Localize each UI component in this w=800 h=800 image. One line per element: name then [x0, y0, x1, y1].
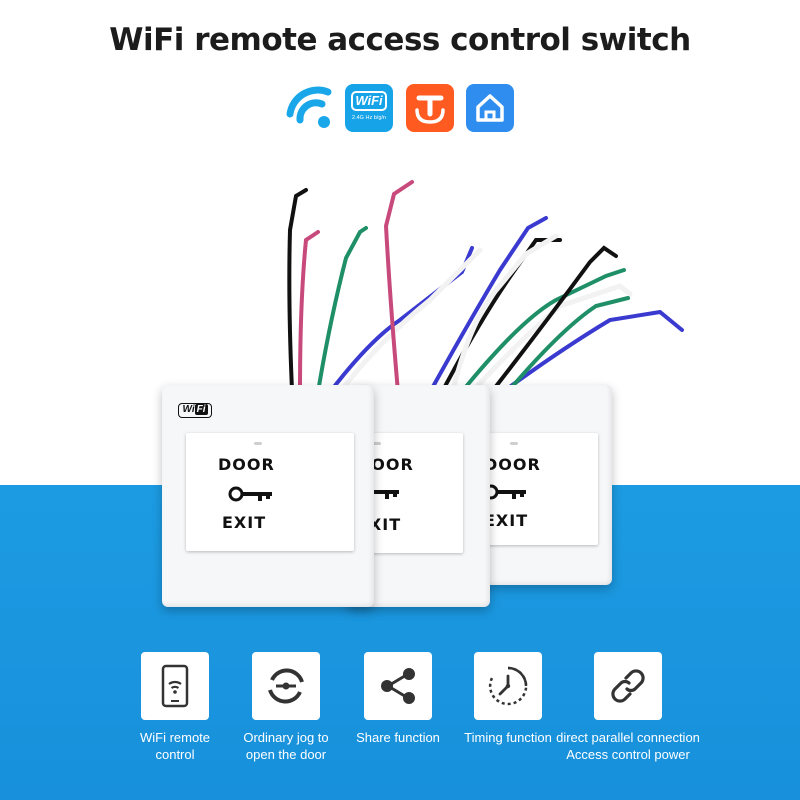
feature-wifi-remote: WiFi remote control — [105, 652, 245, 763]
feature-jog-open: Ordinary jog to open the door — [216, 652, 356, 763]
wifi-tag-wi: Wi — [182, 404, 195, 415]
push-plate[interactable]: DOOR EXIT — [186, 433, 354, 551]
feature-label: direct parallel connection Access contro… — [556, 730, 700, 762]
feature-icon-box — [364, 652, 432, 720]
wifi-badge-word: WiFi — [351, 91, 387, 111]
feature-share: Share function — [328, 652, 468, 746]
smart-home-icon — [466, 84, 514, 132]
feature-parallel-connection: direct parallel connection Access contro… — [548, 652, 708, 763]
key-icon — [484, 484, 526, 500]
feature-label: Ordinary jog to open the door — [243, 730, 329, 762]
exit-switch-right[interactable]: DOOR EXIT — [472, 385, 612, 585]
wifi-badge-icon: WiFi 2.4G Hz b/g/n — [345, 84, 393, 132]
exit-label: EXIT — [222, 513, 267, 532]
feature-icon-box — [474, 652, 542, 720]
timer-icon — [488, 666, 528, 706]
feature-label: Timing function — [464, 730, 552, 745]
door-label: DOOR — [218, 455, 275, 474]
wire-bundle — [287, 180, 684, 397]
logo-row: WiFi 2.4G Hz b/g/n — [284, 84, 524, 134]
wifi-signal-icon — [284, 84, 340, 132]
key-icon — [228, 486, 272, 502]
wifi-tag-fi: Fi — [194, 404, 208, 415]
page-title: WiFi remote access control switch — [109, 22, 691, 58]
feature-row: WiFi remote control Ordinary jog to open… — [0, 652, 800, 772]
feature-timing: Timing function — [438, 652, 578, 746]
door-label: DOOR — [484, 455, 541, 474]
jog-icon — [268, 668, 304, 704]
feature-label: Share function — [356, 730, 440, 745]
share-icon — [381, 668, 415, 704]
indicator-light — [510, 442, 518, 445]
feature-label: WiFi remote control — [139, 730, 211, 762]
phone-wifi-icon — [161, 664, 189, 708]
indicator-light — [254, 442, 262, 445]
tuya-icon — [406, 84, 454, 132]
feature-icon-box — [594, 652, 662, 720]
wifi-badge-spec: 2.4G Hz b/g/n — [352, 115, 386, 121]
feature-icon-box — [141, 652, 209, 720]
exit-label: EXIT — [484, 511, 529, 530]
push-plate[interactable]: DOOR EXIT — [484, 433, 598, 545]
feature-icon-box — [252, 652, 320, 720]
indicator-light — [373, 442, 381, 445]
link-icon — [611, 669, 645, 703]
